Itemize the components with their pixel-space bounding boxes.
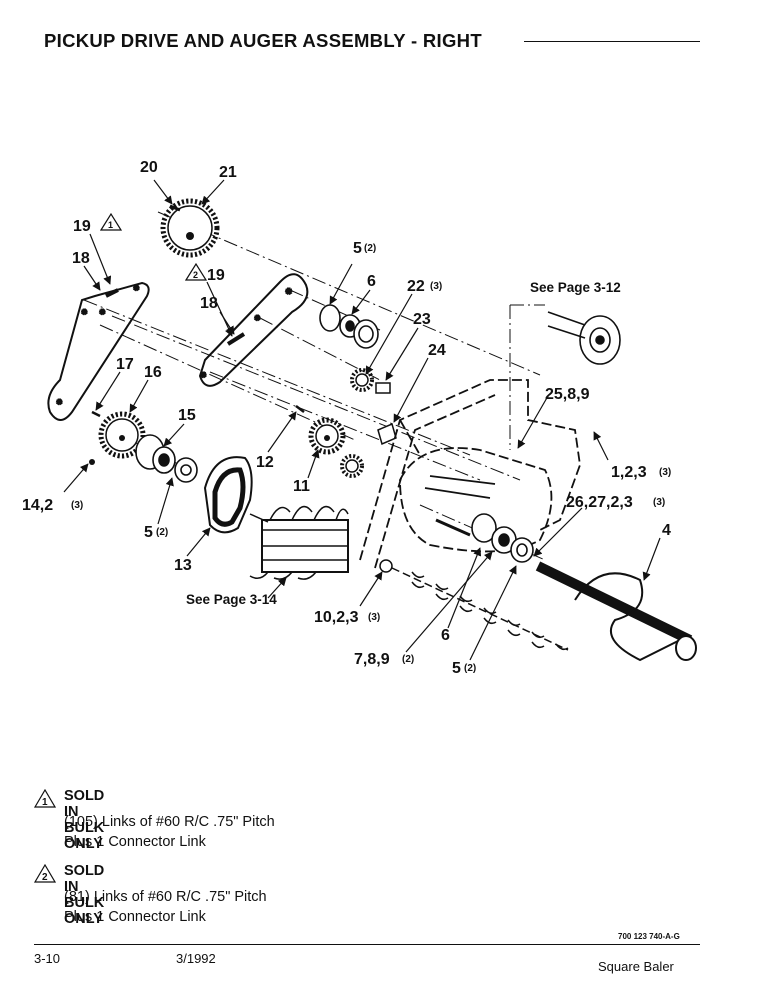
note-marker-2-icon: 2 [34, 864, 56, 883]
bolt-20 [169, 204, 181, 212]
footer-rule [34, 944, 700, 945]
connector-link-18b [226, 332, 246, 346]
bearing-group-left [135, 434, 198, 483]
callout-19b: 19 [207, 267, 225, 284]
sprocket-16 [98, 411, 146, 459]
callout-22: 22 [407, 278, 425, 295]
sprocket-11 [308, 417, 346, 455]
page-number: 3-10 [34, 951, 61, 966]
connector-link-19a [105, 288, 119, 298]
svg-text:*: * [100, 307, 105, 321]
callout-5b: 5 [144, 524, 153, 541]
callout-5a: 5 [353, 240, 362, 257]
note-2-line-2: Plus 1 Connector Link [64, 909, 206, 925]
callout-see-3-12: See Page 3-12 [530, 280, 621, 295]
sprocket-21 [160, 198, 220, 258]
auger-flighting [535, 561, 697, 662]
callout-6b: 6 [441, 627, 450, 644]
callout-18b: 18 [200, 295, 218, 312]
callout-5b-qty: (2) [156, 527, 168, 538]
callout-24: 24 [428, 342, 446, 359]
spacer-23 [375, 382, 391, 394]
callout-12: 12 [256, 454, 274, 471]
callout-labels: 20 21 19 18 5 (2) 6 22 (3) 23 24 19 18 1… [22, 159, 671, 677]
auger-tube [399, 447, 553, 553]
svg-text:1: 1 [42, 797, 48, 808]
sprocket-22 [350, 368, 374, 392]
drive-hub [547, 311, 621, 365]
svg-text:2: 2 [193, 270, 198, 280]
svg-text:*: * [286, 285, 292, 301]
svg-text:*: * [82, 307, 87, 321]
callout-14: 14,2 [22, 497, 53, 514]
svg-text:1: 1 [108, 220, 113, 230]
lower-drive-chain: * * * * [47, 281, 150, 421]
pin-17 [91, 410, 101, 418]
callout-7: 7,8,9 [354, 651, 390, 668]
callout-10-qty: (3) [368, 612, 380, 623]
pin-12 [295, 405, 305, 413]
svg-text:*: * [255, 313, 260, 327]
side-frame [359, 379, 581, 569]
sprocket-small [340, 454, 364, 478]
callout-see-3-14: See Page 3-14 [186, 592, 277, 607]
title-rule [524, 41, 700, 42]
svg-text:*: * [134, 283, 139, 297]
callout-26: 26,27,2,3 [566, 494, 633, 511]
upper-drive-chain: * * * [198, 273, 309, 387]
bearing-group-auger [435, 513, 534, 563]
callout-20: 20 [140, 159, 158, 176]
callout-5c-qty: (2) [464, 663, 476, 674]
page-title: PICKUP DRIVE AND AUGER ASSEMBLY - RIGHT [44, 30, 482, 51]
note-2-heading: SOLD IN BULK ONLY [64, 863, 105, 927]
note-marker-1-icon: 1 [34, 789, 56, 808]
callout-4: 4 [662, 522, 671, 539]
callout-18a: 18 [72, 250, 90, 267]
callout-10: 10,2,3 [314, 609, 359, 626]
callout-13: 13 [174, 557, 192, 574]
note-1-line-1: (105) Links of #60 R/C .75" Pitch [64, 814, 275, 830]
callout-5c: 5 [452, 660, 461, 677]
callout-11: 11 [293, 478, 310, 495]
cover-13 [203, 456, 253, 534]
leader-lines [63, 179, 661, 661]
svg-text:*: * [201, 370, 206, 384]
callout-14-qty: (3) [71, 500, 83, 511]
callout-6a: 6 [367, 273, 376, 290]
bolt-10 [379, 559, 393, 573]
product-name: Square Baler [598, 959, 674, 974]
callout-15: 15 [178, 407, 196, 424]
callout-1-qty: (3) [659, 467, 671, 478]
plate-24 [377, 422, 397, 446]
callout-7-qty: (2) [402, 654, 414, 665]
pickup-reel-fragment [249, 505, 349, 580]
note-1-heading: SOLD IN BULK ONLY [64, 788, 105, 852]
callout-16: 16 [144, 364, 162, 381]
note-1-line-2: Plus 1 Connector Link [64, 834, 206, 850]
pickup-tines [391, 567, 569, 651]
callout-1: 1,2,3 [611, 464, 647, 481]
bearing-group-upper [319, 304, 379, 349]
callout-26-qty: (3) [653, 497, 665, 508]
callout-25: 25,8,9 [545, 386, 590, 403]
callout-22-qty: (3) [430, 281, 442, 292]
callout-19a: 19 [73, 218, 91, 235]
callout-17: 17 [116, 356, 134, 373]
document-number: 700 123 740-A-G [618, 932, 680, 941]
callout-21: 21 [219, 164, 237, 181]
bolt-14 [89, 459, 95, 465]
svg-text:2: 2 [42, 872, 48, 883]
revision-date: 3/1992 [176, 951, 216, 966]
note-marker-2-icon: 2 [184, 262, 208, 281]
note-marker-1-icon: 1 [99, 212, 123, 231]
callout-5a-qty: (2) [364, 243, 376, 254]
exploded-parts-diagram: * * * * * * * [22, 159, 697, 677]
callout-23: 23 [413, 311, 431, 328]
svg-text:*: * [57, 397, 62, 411]
note-2-line-1: (81) Links of #60 R/C .75" Pitch [64, 889, 267, 905]
